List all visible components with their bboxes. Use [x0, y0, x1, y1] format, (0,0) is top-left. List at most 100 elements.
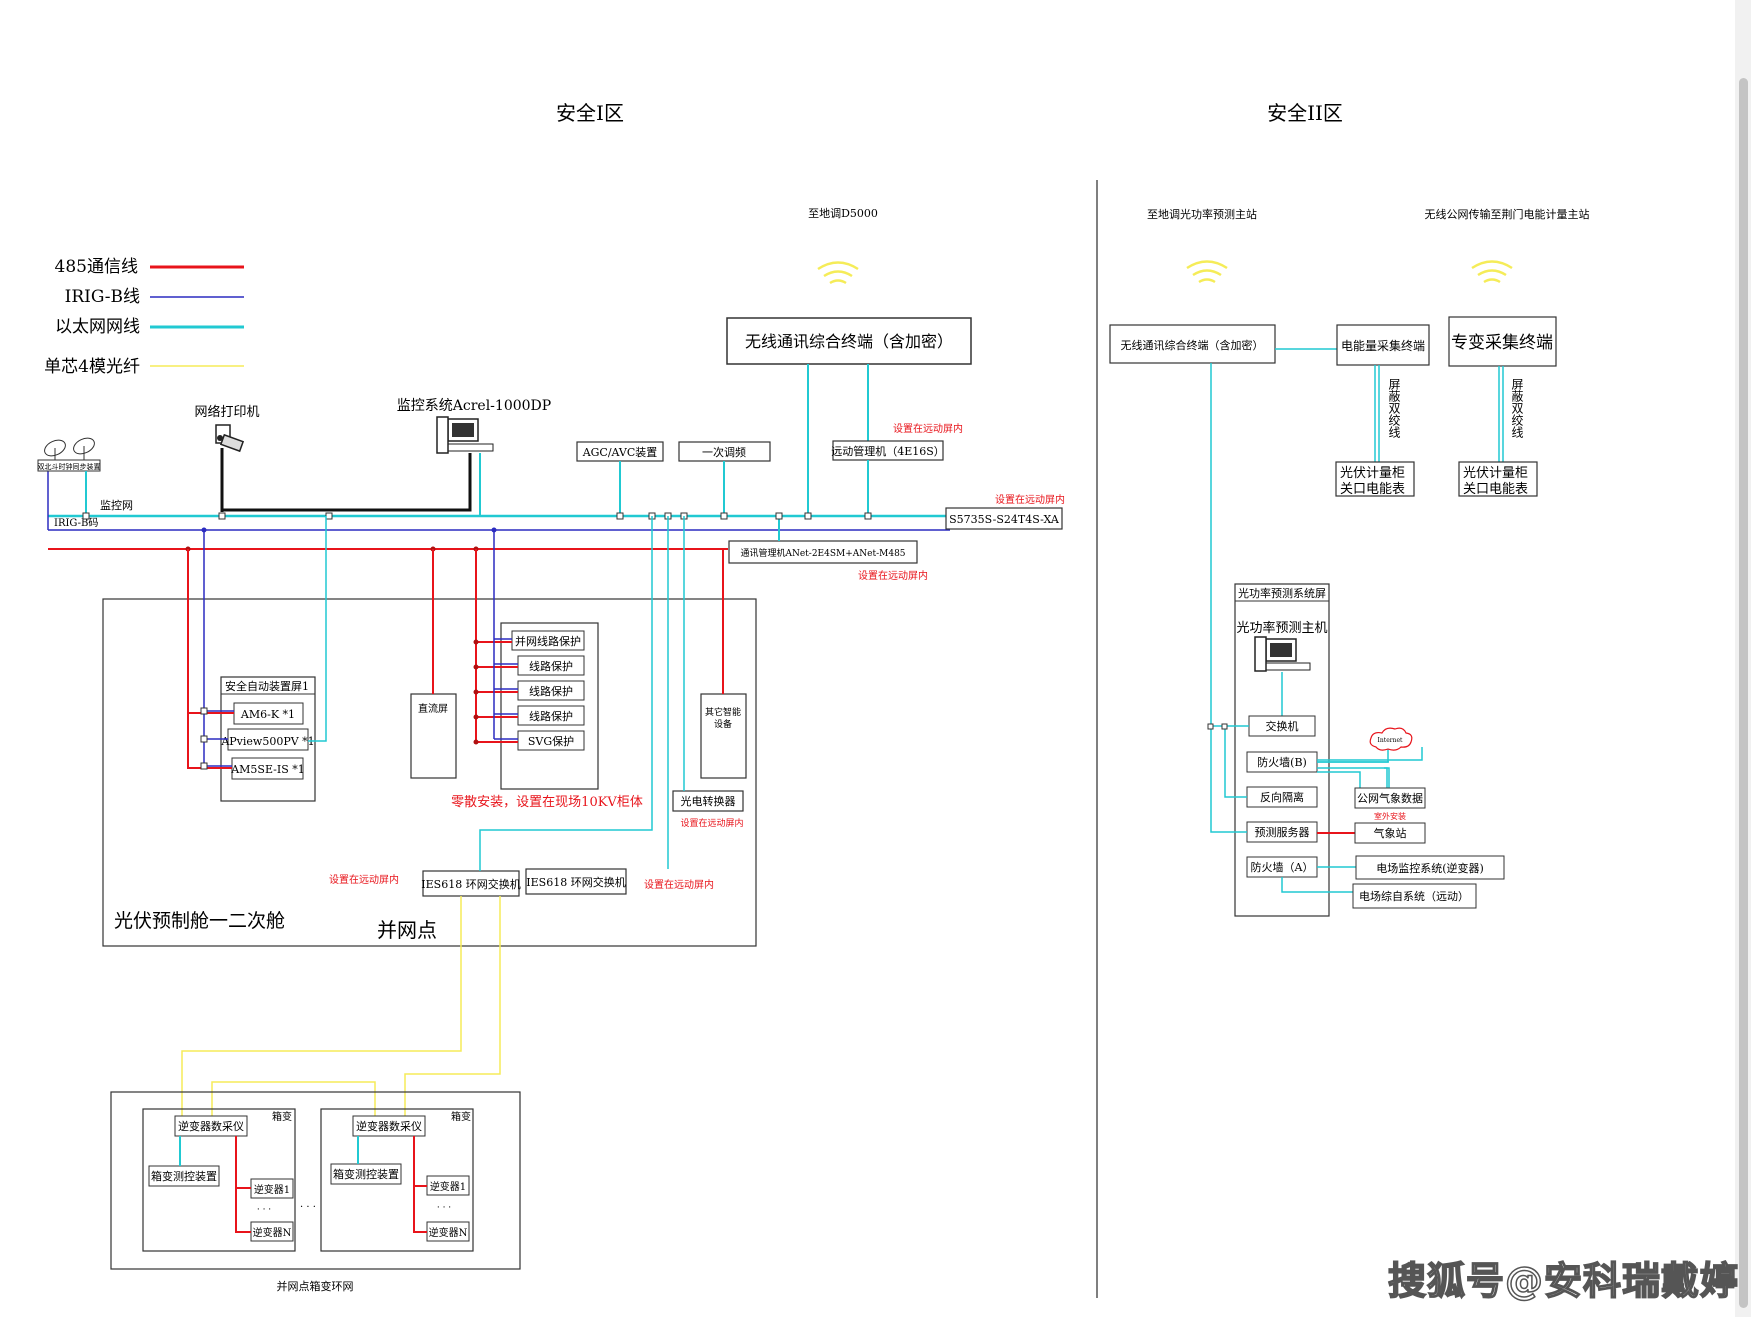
forecast-screen: 光功率预测系统屏 光功率预测主机 交换机 防火墙(B) 反向隔离 预测服务器 防…	[1234, 583, 1330, 917]
zone2-wireless-terminal: 无线通讯综合终端（含加密）	[1109, 324, 1276, 364]
svg-text:箱变: 箱变	[451, 1110, 471, 1123]
outdoor-install-note: 室外安装	[1374, 811, 1406, 821]
printer-icon	[215, 424, 245, 453]
primary-freq-label: 一次调频	[702, 445, 746, 459]
zone1-wireless-terminal: 至地调D5000 无线通讯综合终端（含加密）	[726, 207, 972, 516]
gps-clock: 双北斗时钟同步装置	[37, 437, 101, 472]
energy-terminal: 电能量采集终端 屏蔽双绞线 光伏计量柜 关口电能表	[1335, 324, 1430, 497]
svg-text:箱变: 箱变	[272, 1110, 292, 1123]
primary-frequency: 一次调频	[678, 441, 771, 516]
scrollbar-thumb[interactable]	[1739, 78, 1748, 1308]
safety-auto-panel: 安全自动装置屏1 AM6-K *1 APview500PV *1 AM5SE-I…	[187, 516, 327, 802]
fiber-ring	[181, 896, 501, 1116]
optical-converter-label: 光电转换器	[681, 794, 736, 808]
dc-panel-label: 直流屏	[418, 702, 448, 715]
wireless-signal-icon	[817, 261, 859, 285]
svg-text:防火墙(B): 防火墙(B)	[1257, 755, 1307, 769]
protection-4: SVG保护	[528, 734, 574, 748]
agc-avc-label: AGC/AVC装置	[582, 446, 658, 459]
svg-text:逆变器数采仪: 逆变器数采仪	[356, 1119, 422, 1133]
box-measure-2	[330, 1163, 402, 1185]
monitoring-system-label: 监控系统Acrel-1000DP	[397, 398, 551, 414]
pv-cabin-frame	[102, 598, 757, 947]
note-telecontrol-5: 设置在远动屏内	[329, 873, 399, 886]
weather-station: 气象站	[1354, 822, 1426, 844]
legend-label-ethernet: 以太网网线	[55, 317, 140, 337]
svg-text:AM5SE-IS *1: AM5SE-IS *1	[230, 763, 305, 776]
watermark-text: 搜狐号@安科瑞戴婷	[1387, 1258, 1740, 1304]
svg-text:预测服务器: 预测服务器	[1255, 826, 1310, 839]
zone2-title: 安全II区	[1267, 101, 1343, 125]
wireless-terminal-box	[726, 317, 972, 365]
agc-avc: AGC/AVC装置	[576, 441, 664, 516]
vertical-scrollbar[interactable]	[1735, 0, 1751, 1317]
safety-panel-title: 安全自动装置屏1	[225, 679, 309, 693]
comm-manager-box	[728, 540, 918, 564]
svg-text:箱变测控装置: 箱变测控装置	[151, 1169, 217, 1183]
box-transformer-2: 箱变 逆变器数采仪 箱变测控装置 逆变器1 · · · 逆变器N	[320, 1108, 474, 1252]
zone1-buses	[47, 468, 950, 550]
box-transformer-1: 箱变 逆变器数采仪 箱变测控装置 逆变器1 · · · 逆变器N	[142, 1108, 296, 1252]
svg-text:防火墙（A）: 防火墙（A）	[1251, 860, 1314, 874]
svg-text:· · ·: · · ·	[257, 1205, 271, 1215]
inverter-collector-2	[352, 1115, 426, 1137]
svg-text:关口电能表: 关口电能表	[1340, 482, 1405, 497]
field-monitoring: 电场监控系统(逆变器)	[1355, 855, 1505, 880]
shielded-twisted-2: 屏蔽双绞线	[1510, 378, 1524, 438]
wireless-terminal-label: 无线通讯综合终端（含加密）	[745, 332, 953, 351]
svg-text:光功率预测系统屏: 光功率预测系统屏	[1238, 586, 1326, 600]
computer-icon	[1254, 636, 1311, 672]
svg-text:电能量采集终端: 电能量采集终端	[1341, 338, 1425, 353]
svg-text:IES618 环网交换机: IES618 环网交换机	[421, 877, 520, 891]
box-ring-frame	[110, 1091, 521, 1270]
grid-point-label: 并网点	[377, 918, 437, 942]
core-switch: 设置在远动屏内 S5735S-S24T4S-XA	[945, 493, 1065, 530]
svg-text:逆变器数采仪: 逆变器数采仪	[178, 1119, 244, 1133]
svg-text:逆变器N: 逆变器N	[253, 1226, 292, 1239]
other-devices-label-1: 其它智能	[705, 706, 741, 718]
special-terminal: 专变采集终端 屏蔽双绞线 光伏计量柜 关口电能表	[1448, 316, 1557, 497]
svg-text:反向隔离: 反向隔离	[1260, 790, 1304, 804]
dispatch-label: 至地调D5000	[808, 207, 878, 220]
monitoring-system: 监控系统Acrel-1000DP	[222, 398, 551, 516]
svg-text:Internet: Internet	[1378, 737, 1403, 744]
field-automation: 电场综自系统（远动）	[1352, 883, 1477, 909]
svg-text:逆变器1: 逆变器1	[254, 1183, 290, 1196]
computer-icon	[436, 416, 494, 454]
protection-2: 线路保护	[529, 684, 573, 698]
comm-manager: 通讯管理机ANet-2E4SM+ANet-M485 设置在远动屏内	[728, 516, 928, 582]
ring-switch-2	[525, 868, 627, 895]
zone1-title: 安全I区	[556, 101, 624, 125]
ring-switch-1	[422, 870, 520, 897]
telecontrol-label: 远动管理机（4E16S）	[831, 444, 945, 458]
meter-master-label: 无线公网传输至荆门电能计量主站	[1425, 207, 1590, 221]
legend-label-485: 485通信线	[55, 257, 138, 277]
protection-3: 线路保护	[529, 709, 573, 723]
zone2-wiring	[1210, 363, 1423, 893]
svg-text:AM6-K *1: AM6-K *1	[240, 708, 295, 721]
satellite-dish-icon	[44, 437, 95, 460]
core-switch-label: S5735S-S24T4S-XA	[949, 513, 1060, 526]
other-devices-label-2: 设备	[714, 718, 732, 730]
note-telecontrol-6: 设置在远动屏内	[644, 878, 714, 891]
note-telecontrol-2: 设置在远动屏内	[995, 493, 1065, 506]
svg-text:IES618 环网交换机: IES618 环网交换机	[526, 875, 625, 889]
telecontrol-box	[832, 440, 944, 461]
svg-text:专变采集终端: 专变采集终端	[1451, 333, 1553, 353]
protection-list: 并网线路保护 线路保护 线路保护 线路保护 SVG保护	[511, 630, 585, 751]
svg-text:电场综自系统（远动）: 电场综自系统（远动）	[1359, 889, 1469, 903]
power-forecast-label: 至地调光功率预测主站	[1147, 207, 1257, 221]
protection-1: 线路保护	[529, 659, 573, 673]
comm-manager-label: 通讯管理机ANet-2E4SM+ANet-M485	[740, 547, 905, 559]
optical-converter: 光电转换器 设置在远动屏内	[672, 516, 744, 829]
svg-text:· · ·: · · ·	[437, 1203, 451, 1213]
gps-clock-box	[37, 459, 101, 472]
svg-text:光伏计量柜: 光伏计量柜	[1463, 466, 1528, 481]
svg-text:公网气象数据: 公网气象数据	[1357, 791, 1423, 805]
svg-text:电场监控系统(逆变器): 电场监控系统(逆变器)	[1376, 861, 1484, 875]
wireless-signal-icon	[1186, 260, 1513, 284]
svg-text:无线通讯综合终端（含加密）: 无线通讯综合终端（含加密）	[1121, 338, 1264, 352]
telecontrol-manager: 设置在远动屏内 远动管理机（4E16S）	[831, 422, 963, 516]
scattered-install-note: 零散安装，设置在现场10KV柜体	[451, 795, 643, 810]
